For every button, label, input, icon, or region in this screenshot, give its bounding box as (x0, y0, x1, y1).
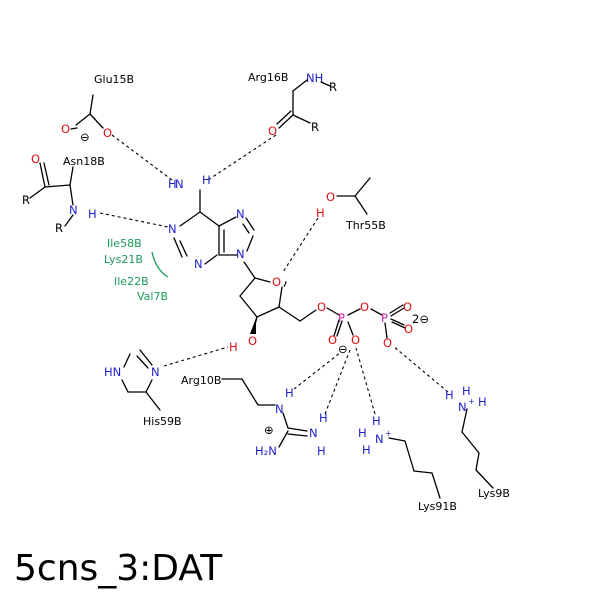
atom-o5: O (317, 300, 326, 314)
charge-alpha-minus: ⊖ (338, 342, 348, 356)
atom-pa: P (338, 311, 345, 325)
atom-arg10-n2: N (309, 426, 318, 440)
atom-lys9-h2: H (462, 384, 471, 398)
charge-lys9-plus: + (468, 397, 475, 406)
residue-label-arg10b: Arg10B (181, 374, 221, 387)
atom-o4: O (272, 275, 281, 289)
hydrophobic-label-ile22b: Ile22B (114, 275, 149, 288)
ligand-bonds (173, 189, 406, 339)
atom-asn-n: N (69, 203, 78, 217)
atom-o1b: O (403, 300, 412, 314)
atom-glu-o2: O (103, 126, 112, 140)
stereo-bonds (250, 281, 287, 334)
hbond-glu15b (111, 134, 173, 181)
residue-label-thr55b: Thr55B (345, 219, 386, 232)
charge-lys91-plus: + (385, 429, 392, 438)
atom-o3b: O (383, 336, 392, 350)
residue-label-lys9b: Lys9B (478, 487, 510, 500)
charge-arg10-plus: ⊕ (264, 423, 274, 437)
hydrophobic-label-val7b: Val7B (137, 290, 168, 303)
atom-n6: N (175, 177, 184, 191)
hydrophobic-label-lys21b: Lys21B (104, 253, 143, 266)
residue-bonds (29, 79, 494, 499)
residue-label-his59b: His59B (143, 415, 182, 428)
atom-his-hn: HN (104, 365, 121, 379)
atom-asn-r2: R (55, 221, 63, 235)
atom-arg16-o: O (268, 124, 277, 138)
atom-his-n: N (151, 365, 160, 379)
atom-labels: N H H N N N N O O H O P O P O O O O O ⊖ … (22, 71, 487, 458)
atom-n3: N (194, 257, 203, 271)
atom-arg16-r1: R (329, 80, 337, 94)
atom-arg10-n: N (275, 402, 284, 416)
hbond-thr55b (282, 217, 319, 273)
atom-arg10-h3: H (317, 444, 326, 458)
atom-lys91-n: N (375, 432, 384, 446)
atom-o2b: O (404, 322, 413, 336)
atom-pb: P (381, 311, 388, 325)
hbond-asn18b (99, 212, 169, 228)
atom-arg10-h1: H (285, 386, 294, 400)
hydrophobic-arc (151, 251, 169, 278)
atom-o3: O (248, 334, 257, 348)
atom-lys9-h1: H (445, 388, 454, 402)
hydrogen-bonds (99, 134, 449, 415)
atom-h3: H (229, 340, 238, 354)
atom-asn-h: H (88, 207, 97, 221)
atom-lys9-h3: H (478, 395, 487, 409)
hbond-arg10b-2 (324, 349, 351, 415)
atom-thr-o: O (326, 190, 335, 204)
atom-arg16-nh: NH (306, 71, 323, 85)
atom-n1: N (168, 222, 177, 236)
atom-thr-h: H (316, 206, 325, 220)
diagram-title: 5cns_3:DAT (14, 548, 223, 589)
atom-n9: N (236, 247, 245, 261)
atom-lys91-h2: H (358, 426, 367, 440)
atom-asn-r1: R (22, 193, 30, 207)
atom-lys9-n: N (458, 400, 467, 414)
hbond-arg16b (207, 134, 277, 181)
residue-label-lys91b: Lys91B (418, 500, 457, 513)
atom-asn-o: O (31, 152, 40, 166)
hbond-lys9b (392, 345, 449, 393)
atom-o2a: O (351, 333, 360, 347)
atom-h6b: H (202, 173, 211, 187)
hydrophobic-labels: Ile58B Lys21B Ile22B Val7B (104, 237, 168, 303)
residue-label-arg16b: Arg16B (248, 71, 288, 84)
residue-label-glu15b: Glu15B (94, 73, 134, 86)
hbond-lys91b (355, 347, 376, 415)
atom-n7: N (236, 207, 245, 221)
atom-arg16-r2: R (311, 120, 319, 134)
charge-glu-minus: ⊖ (80, 130, 90, 144)
atom-o1a: O (328, 333, 337, 347)
atom-lys91-h1: H (372, 414, 381, 428)
charge-beta-dianion: 2⊖ (412, 312, 429, 326)
atom-o-bridge: O (360, 300, 369, 314)
residue-label-asn18b: Asn18B (63, 155, 105, 168)
atom-arg10-h2: H (319, 411, 328, 425)
residue-labels: Glu15B Arg16B Asn18B Thr55B His59B Arg10… (63, 71, 510, 513)
hbond-arg10b-1 (293, 352, 341, 390)
atom-arg10-h2n: H₂N (255, 444, 277, 458)
atom-h6a: H (168, 177, 177, 191)
atom-glu-o1: O (61, 122, 70, 136)
hbond-his59b (163, 346, 229, 367)
atom-lys91-h3: H (362, 443, 371, 457)
hydrophobic-label-ile58b: Ile58B (107, 237, 142, 250)
